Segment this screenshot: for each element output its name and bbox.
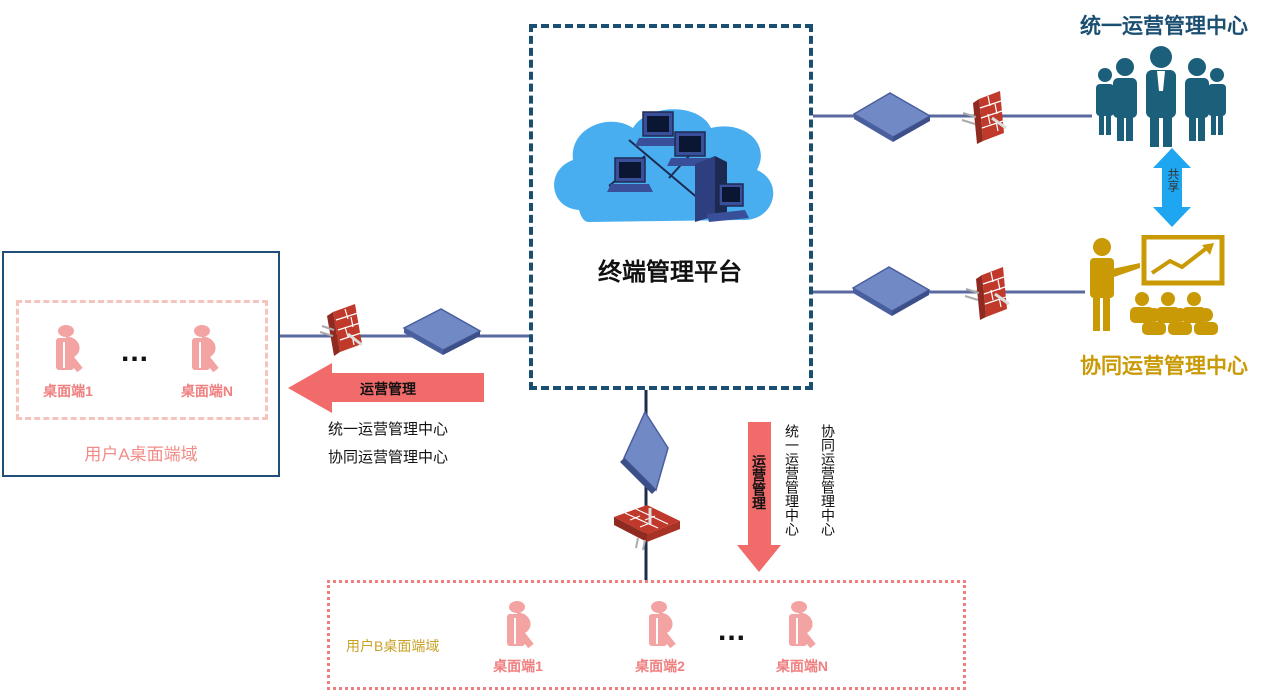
- switch-icon: [852, 92, 932, 142]
- unified-center-title: 统一运营管理中心: [1080, 15, 1248, 38]
- switch-icon: [620, 410, 669, 494]
- desktop-label: 桌面端1: [493, 658, 543, 674]
- ellipsis: ...: [121, 335, 150, 368]
- presentation-meeting-icon: [1090, 235, 1225, 335]
- switch-icon: [402, 308, 482, 355]
- desktop-user-icon: [789, 601, 816, 648]
- firewall-icon: [964, 267, 1010, 320]
- left-arrow-shape: [288, 363, 484, 413]
- firewall-icon: [961, 91, 1007, 144]
- desktop-user-icon: [56, 325, 83, 372]
- share-label: 共享: [1166, 168, 1180, 192]
- domain-a-label: 用户A桌面端域: [84, 445, 198, 464]
- down-arrow-shape: [737, 422, 781, 572]
- cloud-network-icon: [554, 109, 774, 222]
- firewall-icon: [614, 505, 680, 551]
- down-arrow-line: 统一运营管理中心: [784, 424, 800, 536]
- domain-b-label: 用户B桌面端域: [346, 638, 440, 654]
- left-arrow-label: 运营管理: [360, 381, 416, 397]
- desktop-label: 桌面端1: [43, 383, 93, 399]
- switch-icon: [851, 266, 931, 316]
- people-group-icon: [1096, 46, 1226, 147]
- firewall-icon: [319, 304, 363, 356]
- domain-b-box: [327, 580, 966, 690]
- desktop-user-icon: [507, 601, 534, 648]
- down-arrow-label: 运营管理: [751, 454, 767, 510]
- domain-a-desktop-group: [16, 300, 268, 420]
- desktop-label: 桌面端N: [775, 658, 829, 674]
- down-arrow-line: 协同运营管理中心: [820, 424, 836, 536]
- desktop-user-icon: [192, 325, 219, 372]
- platform-box: [529, 24, 813, 390]
- collab-center-title: 协同运营管理中心: [1080, 355, 1248, 378]
- left-arrow-line: 协同运营管理中心: [328, 449, 449, 466]
- ellipsis: ...: [718, 614, 747, 647]
- platform-title: 终端管理平台: [598, 259, 742, 286]
- desktop-user-icon: [649, 601, 676, 648]
- domain-a-box: [2, 251, 280, 477]
- desktop-label: 桌面端2: [635, 658, 685, 674]
- share-arrow-shape: [1153, 148, 1191, 227]
- left-arrow-line: 统一运营管理中心: [328, 421, 449, 438]
- desktop-label: 桌面端N: [180, 383, 234, 399]
